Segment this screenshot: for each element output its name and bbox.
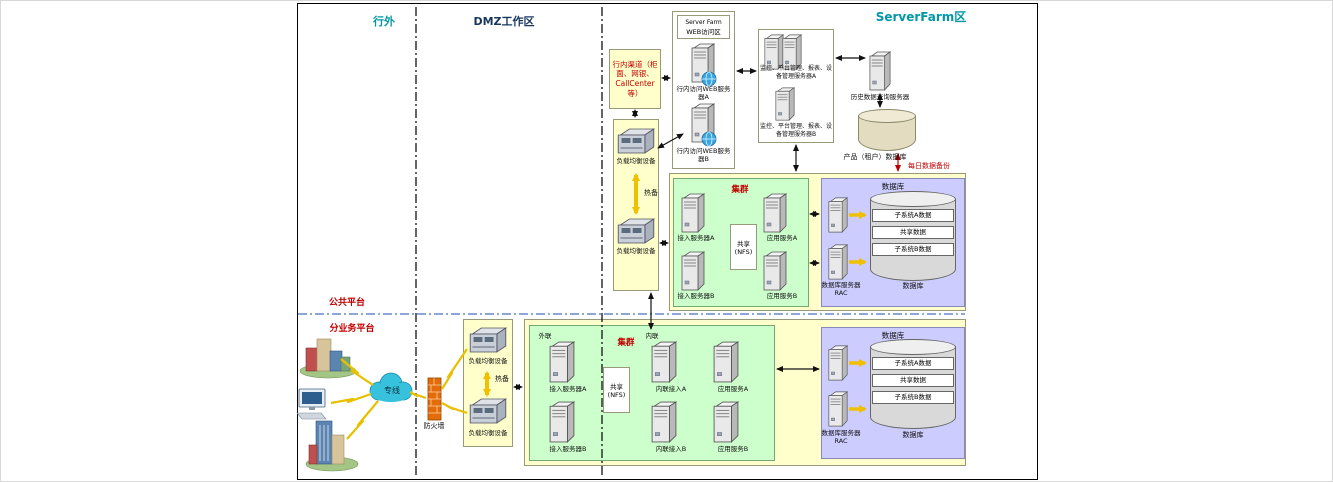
upper-db-title: 数据库 — [881, 182, 905, 191]
database-cylinder-icon: 子系统A数据 共享数据 子系统B数据 — [870, 191, 956, 281]
mgmt-server-b-label: 监控、平台管理、报表、设备管理服务器B — [759, 123, 832, 138]
db-band: 共享数据 — [872, 374, 954, 387]
web-zone-title-line1: Server Farm — [685, 18, 722, 26]
upper-app-b-label: 应用服务B — [766, 292, 798, 300]
web-zone-title-box: Server Farm WEB访问区 — [677, 15, 730, 39]
db-band: 子系统A数据 — [872, 357, 954, 370]
lower-app-b-label: 应用服务B — [717, 445, 749, 453]
history-server-label: 历史数据查询服务器 — [850, 93, 910, 101]
upper-cluster-title: 集群 — [731, 185, 749, 195]
server-icon — [549, 401, 575, 443]
database-cylinder-icon — [858, 109, 916, 151]
server-icon — [828, 244, 848, 280]
server-icon — [681, 251, 705, 291]
server-icon — [828, 391, 848, 427]
rac-label-line1: 数据库服务器 — [821, 429, 861, 437]
web-server-icon — [691, 43, 717, 87]
rac-label-line1: 数据库服务器 — [821, 281, 861, 289]
cylinder-top — [870, 191, 956, 207]
dmz-lb-b-label: 负载均衡设备 — [468, 429, 508, 437]
lower-app-a-label: 应用服务A — [717, 385, 749, 393]
nfs-label-line2: (NFS) — [607, 391, 626, 399]
server-icon — [775, 87, 795, 121]
channel-label: 行内渠道（柜面、网银、CallCenter等） — [612, 59, 658, 98]
zone-label-outside: 行外 — [373, 15, 395, 28]
daily-backup-note: 每日数据备份 — [908, 162, 950, 170]
server-icon — [869, 51, 891, 91]
server-icon — [549, 341, 575, 383]
db-band: 子系统B数据 — [872, 391, 954, 404]
web-server-icon — [691, 103, 717, 147]
rac-label-line2: RAC — [834, 437, 848, 446]
server-icon — [651, 341, 677, 383]
server-icon — [763, 193, 787, 233]
internal-column-label: 内联 — [645, 332, 659, 340]
firewall-label: 防火墙 — [423, 422, 445, 430]
web-server-a-label: 行内访问WEB服务器A — [676, 85, 731, 102]
db-band: 子系统A数据 — [872, 209, 954, 222]
server-icon — [763, 251, 787, 291]
web-zone-title-line2: WEB访问区 — [686, 27, 721, 36]
lower-access-a-label: 接入服务器A — [549, 385, 587, 393]
external-column-label: 外联 — [538, 332, 552, 340]
server-icon — [828, 345, 848, 381]
core-lb-a-label: 负载均衡设备 — [616, 157, 656, 165]
public-platform-label: 公共平台 — [328, 298, 365, 308]
cylinder-top — [858, 109, 916, 123]
rac-label-line2: RAC — [834, 289, 848, 298]
core-lb-b-label: 负载均衡设备 — [616, 247, 656, 255]
business-platform-label: 分业务平台 — [329, 324, 375, 334]
dmz-lb-a-label: 负载均衡设备 — [468, 357, 508, 365]
product-db-label: 产品（租户）数据库 — [843, 153, 907, 161]
db-band: 子系统B数据 — [872, 243, 954, 256]
lower-rac-label: 数据库服务器 RAC — [815, 429, 867, 445]
lower-db-cylinder-label: 数据库 — [902, 431, 924, 439]
leased-line-label: 专线 — [384, 386, 400, 395]
lower-db-title: 数据库 — [881, 331, 905, 340]
core-hot-standby-label: 热备 — [644, 189, 658, 197]
nfs-label-line1: 共享 — [610, 383, 623, 391]
upper-nfs-box: 共享 (NFS) — [730, 224, 757, 270]
upper-app-a-label: 应用服务A — [766, 234, 798, 242]
nfs-label-line2: (NFS) — [734, 248, 753, 256]
database-cylinder-icon: 子系统A数据 共享数据 子系统B数据 — [870, 339, 956, 429]
upper-access-a-label: 接入服务器A — [677, 234, 715, 242]
server-icon — [681, 193, 705, 233]
channel-box: 行内渠道（柜面、网银、CallCenter等） — [609, 49, 661, 109]
zone-label-serverfarm: ServerFarm区 — [875, 10, 967, 24]
server-icon — [651, 401, 677, 443]
mgmt-server-a-label: 监控、平台管理、报表、设备管理服务器A — [759, 65, 832, 80]
lower-access-b-label: 接入服务器B — [549, 445, 587, 453]
load-balancer-icon — [468, 326, 508, 354]
upper-rac-label: 数据库服务器 RAC — [815, 281, 867, 297]
load-balancer-icon — [468, 397, 508, 425]
server-icon — [713, 401, 739, 443]
lower-nfs-box: 共享 (NFS) — [603, 367, 630, 413]
lower-cluster-title: 集群 — [617, 338, 635, 348]
upper-access-b-label: 接入服务器B — [677, 292, 715, 300]
nfs-label-line1: 共享 — [737, 240, 750, 248]
db-band: 共享数据 — [872, 226, 954, 239]
lower-internal-b-label: 内联接入B — [655, 445, 687, 453]
server-icon — [713, 341, 739, 383]
load-balancer-icon — [616, 217, 656, 245]
upper-db-cylinder-label: 数据库 — [902, 282, 924, 290]
cylinder-top — [870, 339, 956, 355]
zone-label-dmz: DMZ工作区 — [473, 15, 535, 28]
web-server-b-label: 行内访问WEB服务器B — [676, 147, 731, 164]
lower-internal-a-label: 内联接入A — [655, 385, 687, 393]
load-balancer-icon — [616, 127, 656, 155]
server-icon — [828, 197, 848, 233]
dmz-hot-standby-label: 热备 — [495, 375, 509, 383]
